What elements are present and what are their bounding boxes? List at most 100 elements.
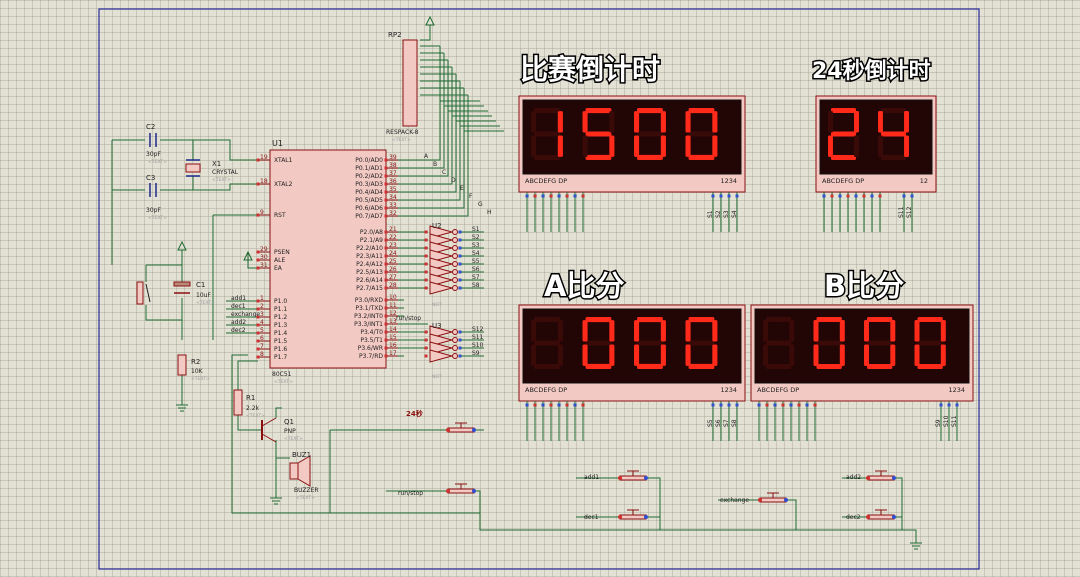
button-dec2-label: dec2 — [846, 514, 861, 521]
push-button[interactable] — [758, 492, 788, 503]
output-net-label: S5 — [472, 258, 480, 265]
display-pin-label: ABCDEFG DP — [525, 386, 567, 394]
x1-part: CRYSTAL — [212, 169, 239, 176]
button-run-stop-label: run/stop — [398, 490, 423, 497]
mcu-pin-num: 13 — [389, 318, 397, 325]
mcu-pin-name: P3.5/T1 — [360, 337, 383, 344]
display-digit-label: 1234 — [948, 386, 965, 394]
push-button[interactable] — [446, 422, 476, 433]
output-net-label: S3 — [472, 242, 480, 249]
push-button[interactable] — [618, 470, 648, 481]
display-pin-label: ABCDEFG DP — [822, 177, 864, 185]
display-digit-label: 1234 — [720, 177, 737, 185]
mcu-pin-num: 11 — [389, 302, 397, 309]
display-digit-label: 1234 — [720, 386, 737, 394]
mcu-pin-num: 35 — [389, 186, 397, 193]
r2-value: 10K — [191, 368, 204, 375]
not-gate-icon — [429, 349, 454, 363]
mcu-pin-num: 27 — [389, 274, 397, 281]
display-digit — [878, 108, 909, 160]
output-net-label: S2 — [472, 234, 480, 241]
mcu-pin-name: P1.6 — [274, 346, 287, 353]
mcu-pin-name: P2.0/A8 — [360, 229, 383, 236]
net-label: D — [451, 177, 456, 184]
buz1-ref: BUZ1 — [292, 451, 311, 459]
mcu-pin-num: 21 — [389, 226, 397, 233]
mcu-pin-name: P3.3/INT1 — [354, 321, 383, 328]
mcu-pin-num: 7 — [260, 343, 264, 350]
c1-value: 10uF — [196, 292, 211, 299]
net-label: F — [469, 193, 473, 200]
mcu-pin-name: PSEN — [274, 249, 290, 256]
net-label: H — [487, 209, 492, 216]
push-button[interactable] — [618, 509, 648, 520]
mcu-pin-num: 34 — [389, 194, 397, 201]
output-net-label: S1 — [472, 226, 480, 233]
mcu-pin-name: P2.4/A12 — [356, 261, 383, 268]
mcu-pin-num: 19 — [260, 154, 268, 161]
r1-ref: R1 — [246, 394, 255, 402]
display-digit — [582, 108, 615, 160]
u3-gate-label: NOT — [432, 374, 442, 380]
mcu-pin-num: 36 — [389, 178, 397, 185]
net-label: add2 — [231, 319, 246, 326]
not-gate-icon — [429, 281, 454, 295]
mcu-pin-name: P2.3/A11 — [356, 253, 383, 260]
mcu-pin-num: 37 — [389, 170, 397, 177]
mcu-pin-num: 18 — [260, 178, 268, 185]
mcu-pin-num: 9 — [260, 209, 264, 216]
wires — [111, 25, 917, 543]
mcu-pin-name: P3.1/TXD — [355, 305, 383, 312]
push-button[interactable] — [446, 483, 476, 494]
display-digit — [813, 317, 845, 369]
mcu-pin-num: 5 — [260, 327, 264, 334]
mcu-pin-name: RST — [274, 212, 286, 219]
select-net-label: S9 — [935, 419, 942, 427]
net-label: B — [433, 161, 437, 168]
select-net-label: S3 — [723, 210, 730, 218]
sheet-border — [98, 8, 980, 570]
net-label: exchange — [231, 311, 260, 318]
r2-text-tag: <TEXT> — [191, 376, 210, 382]
q1-ref: Q1 — [284, 418, 294, 426]
c2-ref: C2 — [146, 123, 155, 131]
mcu-pin-num: 39 — [389, 154, 397, 161]
net-label: A — [424, 153, 429, 160]
mcu-part: 80C51 — [272, 371, 292, 378]
mcu-pin-num: 14 — [389, 326, 397, 333]
mcu-pin-num: 24 — [389, 250, 397, 257]
mcu-pin-name: P2.1/A9 — [360, 237, 383, 244]
display-digit — [531, 317, 563, 369]
q1-text-tag: <TEXT> — [284, 436, 303, 442]
output-net-label: S9 — [472, 350, 480, 357]
countdown-heading: 比赛倒计时 — [520, 53, 660, 86]
output-net-label: S6 — [472, 266, 480, 273]
rp2-part: RESPACK-8 — [386, 129, 419, 136]
display-digit — [634, 317, 666, 369]
mcu-pin-name: P2.7/A15 — [356, 285, 383, 292]
capacitor-c1 — [173, 281, 191, 294]
ground-icon — [176, 404, 922, 550]
mcu-pin-num: 32 — [389, 210, 397, 217]
mcu-pin-num: 17 — [389, 350, 397, 357]
mcu-pin-name: P3.7/RD — [359, 353, 383, 360]
mcu-pin-name: P0.6/AD6 — [355, 205, 383, 212]
button-dec1-label: dec1 — [584, 514, 599, 521]
score-b-heading: B比分 — [824, 269, 904, 303]
reset-switch — [136, 281, 151, 305]
push-button[interactable] — [866, 470, 896, 481]
net-label: E — [460, 185, 464, 192]
u3-ref: U3 — [432, 322, 442, 330]
net-label: C — [442, 169, 446, 176]
mcu-pin-num: 12 — [389, 310, 397, 317]
rp2-text-tag: <TEXT> — [392, 137, 411, 143]
capacitor-c3 — [149, 183, 157, 197]
push-button[interactable] — [866, 509, 896, 520]
display-digit — [685, 317, 718, 369]
shot-clock-heading: 24秒倒计时 — [812, 59, 931, 84]
r1-value: 2.2k — [246, 405, 260, 412]
buz1-part: BUZZER — [294, 487, 319, 494]
push-buttons — [446, 422, 896, 520]
